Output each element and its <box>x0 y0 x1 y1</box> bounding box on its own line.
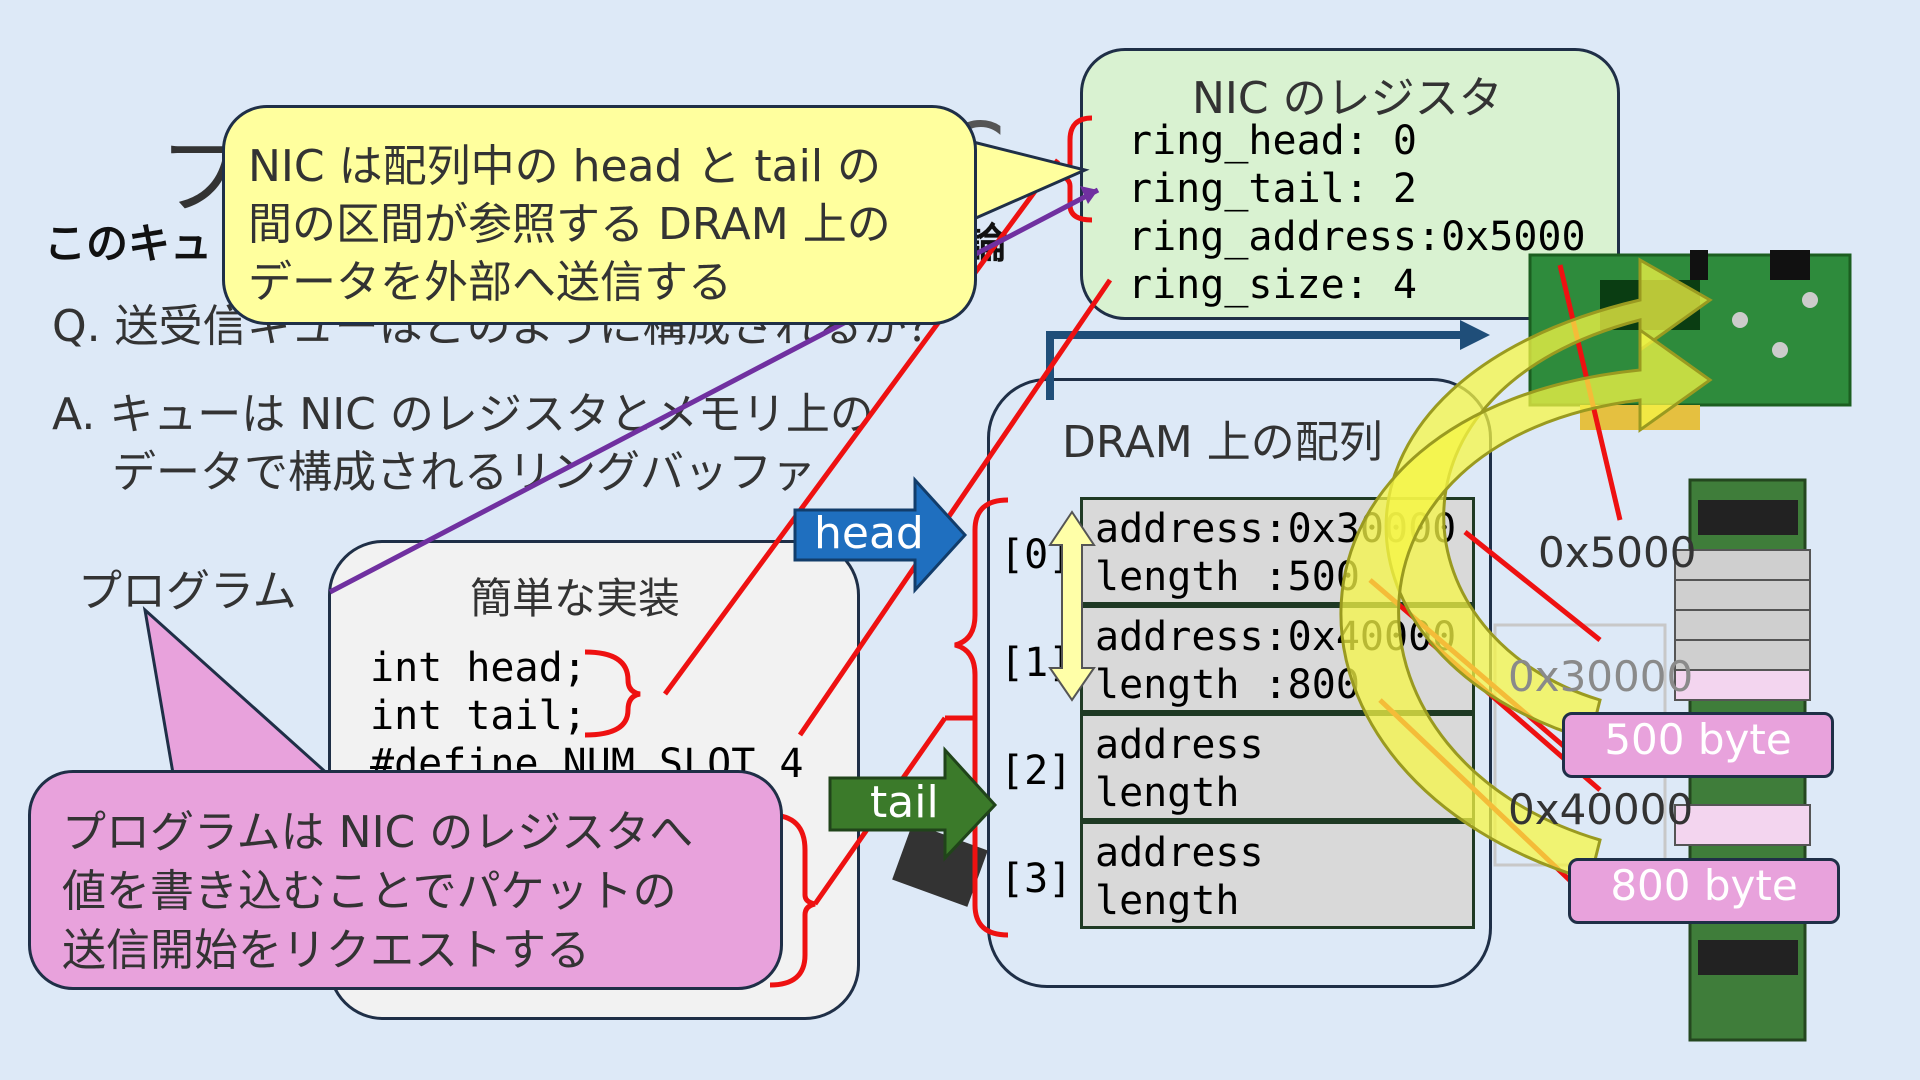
connector-arrowhead <box>1460 320 1490 350</box>
buffer2-size-badge: 800 byte <box>1568 858 1840 924</box>
buffer1-address-label: 0x30000 <box>1508 652 1694 701</box>
pink-callout <box>28 770 783 990</box>
pink-callout-line3: 送信開始をリクエストする <box>62 925 590 976</box>
answer-text-line1: A. キューは NIC のレジスタとメモリ上の <box>52 389 874 440</box>
head-tail-range-arrow <box>1048 510 1096 702</box>
register-ring-head: ring_head: 0 <box>1128 118 1417 164</box>
code-line-head: int head; <box>370 645 587 691</box>
buffer1-size-badge: 500 byte <box>1562 712 1834 778</box>
dram-slot-3: address length <box>1080 821 1475 929</box>
slot-index-3: [3] <box>1000 856 1073 902</box>
register-ring-address: ring_address:0x5000 <box>1128 214 1586 260</box>
program-to-nic-line <box>1046 331 1460 400</box>
dram-array-title: DRAM 上の配列 <box>1062 417 1383 468</box>
yellow-transfer-arrows <box>1339 257 1713 882</box>
pink-callout-line2: 値を書き込むことでパケットの <box>62 866 677 917</box>
yellow-callout-line1: NIC は配列中の head と tail の <box>248 141 882 192</box>
tail-pointer-arrow <box>828 746 998 862</box>
slot-address: address <box>1095 722 1264 768</box>
slot-length: length :800 <box>1095 662 1360 708</box>
slot-length: length :500 <box>1095 554 1360 600</box>
yellow-callout-line2: 間の区間が参照する DRAM 上の <box>248 199 891 250</box>
yellow-callout <box>222 105 977 325</box>
register-ring-tail: ring_tail: 2 <box>1128 166 1417 212</box>
yellow-callout-line3: データを外部へ送信する <box>248 257 732 308</box>
register-ring-size: ring_size: 4 <box>1128 262 1417 308</box>
program-label: プログラム <box>78 566 297 617</box>
buffer1-size-text: 500 byte <box>1604 715 1792 764</box>
nic-register-title: NIC のレジスタ <box>1192 73 1503 124</box>
tail-arrow-label: tail <box>870 777 939 828</box>
chip-icon <box>892 823 988 907</box>
head-arrow-label: head <box>814 508 924 559</box>
buffer2-size-text: 800 byte <box>1610 861 1798 910</box>
slot-address: address <box>1095 830 1264 876</box>
code-line-tail: int tail; <box>370 693 587 739</box>
slot-index-2: [2] <box>1000 748 1073 794</box>
ring-address-label: 0x5000 <box>1538 528 1697 577</box>
head-pointer-arrow <box>793 476 968 594</box>
slot-length: length <box>1095 770 1240 816</box>
slot-length: length <box>1095 878 1240 924</box>
buffer2-address-label: 0x40000 <box>1508 785 1694 834</box>
pink-callout-tail <box>142 606 344 787</box>
answer-text-line2: データで構成されるリングバッファ <box>112 447 816 498</box>
simple-impl-title: 簡単な実装 <box>470 574 681 623</box>
purple-arrowhead <box>1080 186 1098 204</box>
slide-subtitle: このキュ <box>44 219 213 268</box>
pink-callout-line1: プログラムは NIC のレジスタへ <box>62 807 694 858</box>
